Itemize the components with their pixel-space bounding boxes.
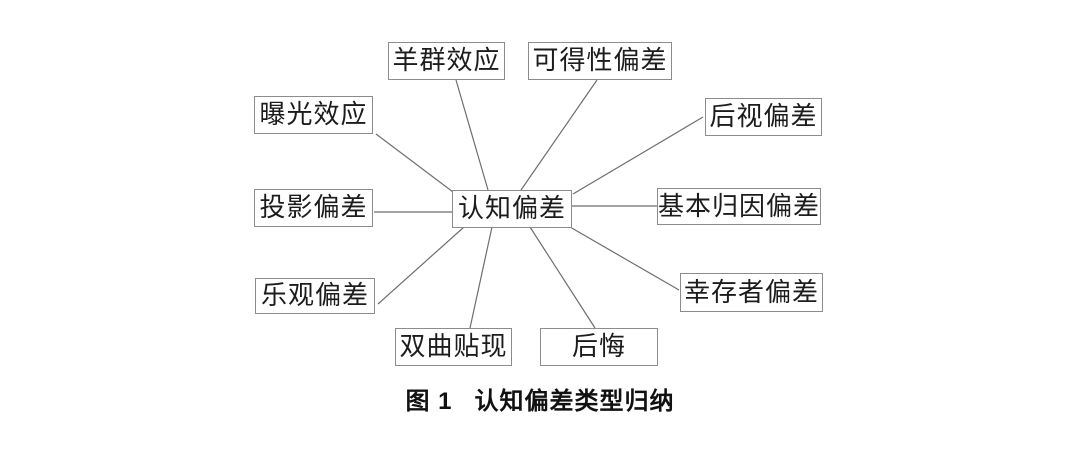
node-availability-bias: 可得性偏差 xyxy=(528,42,672,80)
node-fundamental-attribution-bias: 基本归因偏差 xyxy=(657,188,821,225)
connector-exposure-effect xyxy=(375,133,454,193)
connector-hyperbolic-discounting xyxy=(469,226,493,329)
connector-survivorship-bias xyxy=(569,226,680,291)
node-survivorship-bias: 幸存者偏差 xyxy=(680,273,823,312)
caption-title: 认知偏差类型归纳 xyxy=(474,388,675,415)
caption-prefix: 图 1 xyxy=(405,388,453,415)
node-regret: 后悔 xyxy=(540,328,658,366)
connector-hindsight-bias xyxy=(572,116,704,195)
node-hindsight-bias: 后视偏差 xyxy=(705,98,822,136)
connector-optimism-bias xyxy=(377,226,465,305)
connector-herd-effect xyxy=(455,79,489,191)
node-hyperbolic-discounting: 双曲贴现 xyxy=(395,328,512,366)
connector-availability-bias xyxy=(520,79,598,191)
node-cognitive-bias: 认知偏差 xyxy=(452,190,572,228)
figure-caption: 图 1 认知偏差类型归纳 xyxy=(0,381,1080,416)
connector-regret xyxy=(529,226,596,329)
node-herd-effect: 羊群效应 xyxy=(388,42,505,80)
node-projection-bias: 投影偏差 xyxy=(254,189,373,227)
node-exposure-effect: 曝光效应 xyxy=(254,96,373,134)
node-optimism-bias: 乐观偏差 xyxy=(255,278,375,314)
